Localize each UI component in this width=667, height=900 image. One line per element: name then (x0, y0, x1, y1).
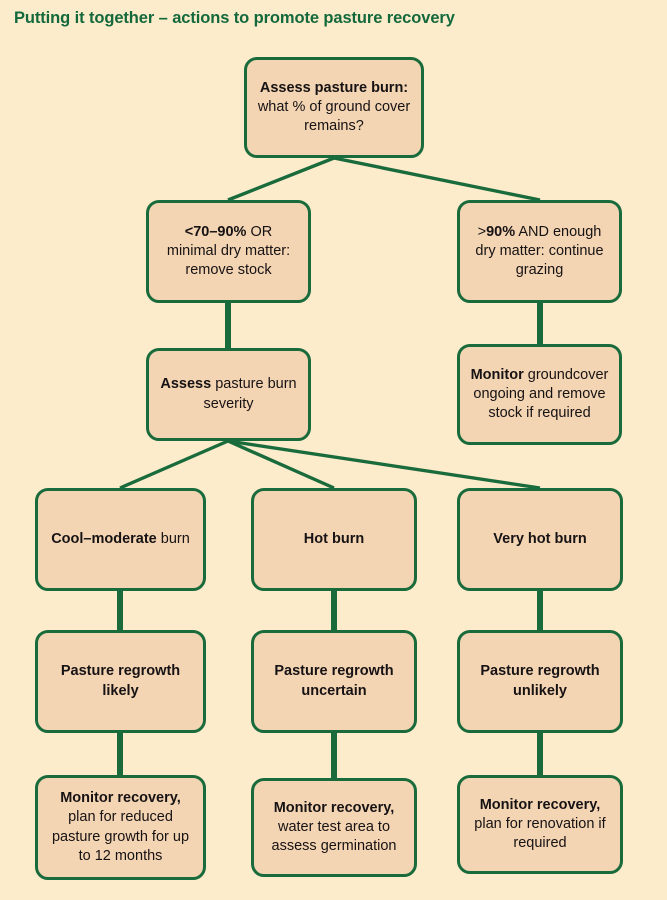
edge-assess-to-low (227, 156, 335, 202)
node-high-cover-bold: 90% (486, 223, 516, 240)
node-cool-moderate-burn-text: burn (160, 530, 190, 547)
node-low-cover-bold: <70–90% (184, 223, 247, 240)
node-very-hot-burn[interactable]: Very hot burn (457, 488, 623, 591)
node-assess-pasture-burn-text: what % of ground cover remains? (257, 98, 411, 135)
node-regrowth-unlikely[interactable]: Pasture regrowth unlikely (457, 630, 623, 733)
node-high-cover-text: AND enough dry matter: continue grazing (475, 223, 604, 279)
node-assess-severity-text: pasture burn severity (203, 376, 297, 412)
node-monitor-groundcover[interactable]: Monitor groundcover ongoing and remove s… (457, 344, 622, 445)
node-assess-pasture-burn-bold: Assess pasture burn: (259, 79, 409, 96)
node-regrowth-likely-label: Pasture regrowth likely (60, 663, 181, 699)
node-regrowth-uncertain[interactable]: Pasture regrowth uncertain (251, 630, 417, 733)
node-monitor-groundcover-bold: Monitor (470, 366, 524, 383)
node-assess-severity[interactable]: Assess pasture burn severity (146, 348, 311, 441)
node-recovery-reduced-growth-bold: Monitor recovery, (60, 790, 181, 807)
edge-severity-to-veryhot (227, 439, 541, 490)
page-title: Putting it together – actions to promote… (14, 9, 455, 27)
node-recovery-reduced-growth-text: plan for reduced pasture growth for up t… (51, 809, 190, 864)
node-recovery-water-test[interactable]: Monitor recovery, water test area to ass… (251, 778, 417, 877)
node-very-hot-burn-label: Very hot burn (493, 530, 587, 547)
node-assess-severity-bold: Assess (160, 376, 212, 393)
node-assess-pasture-burn[interactable]: Assess pasture burn: what % of ground co… (244, 57, 424, 158)
node-cool-moderate-burn[interactable]: Cool–moderate burn (35, 488, 206, 591)
node-recovery-reduced-growth[interactable]: Monitor recovery, plan for reduced pastu… (35, 775, 206, 880)
edge-assess-to-high (333, 156, 541, 202)
node-high-cover-prefix: > (477, 223, 487, 240)
node-regrowth-likely[interactable]: Pasture regrowth likely (35, 630, 206, 733)
node-regrowth-uncertain-label: Pasture regrowth uncertain (274, 663, 394, 699)
node-recovery-renovation-bold: Monitor recovery, (479, 796, 601, 813)
node-recovery-water-test-bold: Monitor recovery, (273, 799, 395, 816)
node-low-cover-text: OR minimal dry matter: remove stock (166, 223, 291, 279)
node-cool-moderate-burn-bold: Cool–moderate (51, 530, 157, 547)
node-monitor-groundcover-text: groundcover ongoing and remove stock if … (473, 366, 609, 422)
node-recovery-renovation-text: plan for renovation if required (474, 815, 606, 852)
node-recovery-renovation[interactable]: Monitor recovery, plan for renovation if… (457, 775, 623, 874)
edge-severity-to-cool (119, 439, 229, 490)
node-low-cover[interactable]: <70–90% OR minimal dry matter: remove st… (146, 200, 311, 303)
node-hot-burn-label: Hot burn (303, 530, 365, 547)
edge-severity-to-hot (227, 439, 335, 490)
node-regrowth-unlikely-label: Pasture regrowth unlikely (480, 663, 600, 699)
node-high-cover[interactable]: >90% AND enough dry matter: continue gra… (457, 200, 622, 303)
node-hot-burn[interactable]: Hot burn (251, 488, 417, 591)
node-recovery-water-test-text: water test area to assess germination (271, 818, 397, 855)
